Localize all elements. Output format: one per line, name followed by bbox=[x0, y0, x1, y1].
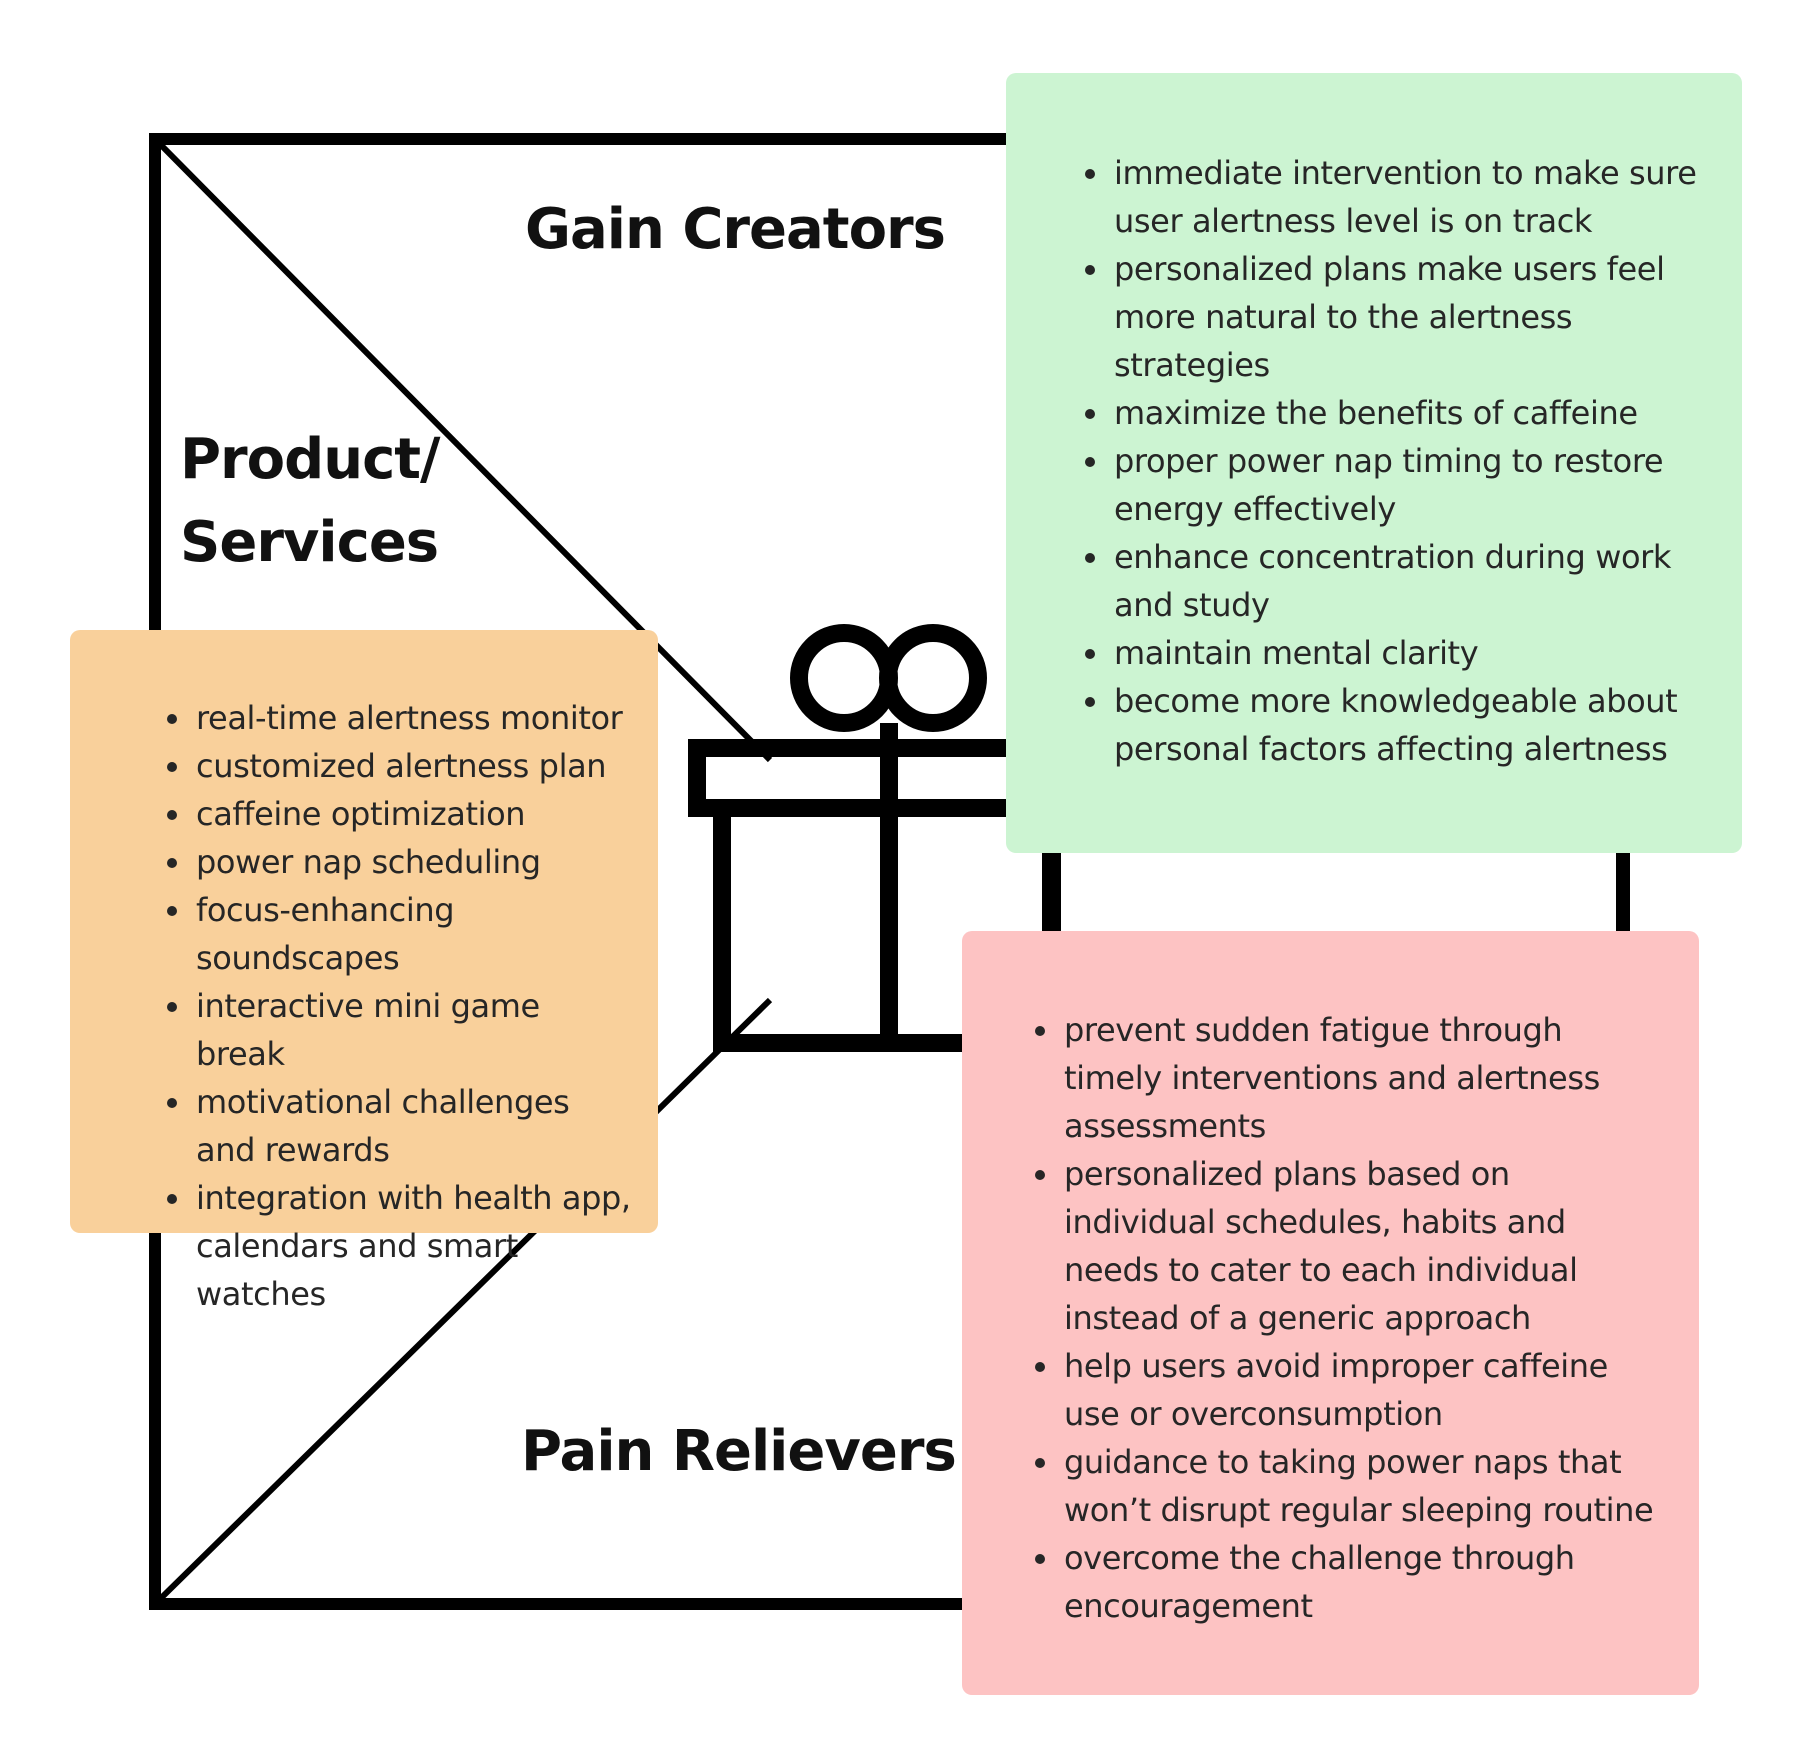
list-item: enhance concentration during work and st… bbox=[1112, 533, 1712, 629]
list-item: overcome the challenge through encourage… bbox=[1062, 1534, 1669, 1630]
list-item: personalized plans based on individual s… bbox=[1062, 1150, 1669, 1342]
gain-creators-note: immediate intervention to make sure user… bbox=[1006, 73, 1742, 853]
pain-relievers-list: prevent sudden fatigue through timely in… bbox=[1018, 1006, 1669, 1630]
list-item: power nap scheduling bbox=[194, 838, 638, 886]
pain-relievers-note: prevent sudden fatigue through timely in… bbox=[962, 931, 1699, 1695]
list-item: become more knowledgeable about personal… bbox=[1112, 677, 1712, 773]
list-item: caffeine optimization bbox=[194, 790, 638, 838]
products-services-note: real-time alertness monitor customized a… bbox=[70, 630, 658, 1313]
list-item: maximize the benefits of caffeine bbox=[1112, 389, 1712, 437]
gain-creators-list: immediate intervention to make sure user… bbox=[1068, 149, 1712, 773]
list-item: proper power nap timing to restore energ… bbox=[1112, 437, 1712, 533]
list-item: real-time alertness monitor bbox=[194, 694, 638, 742]
gain-creators-heading: Gain Creators bbox=[525, 197, 946, 262]
list-item: maintain mental clarity bbox=[1112, 629, 1712, 677]
list-item: integration with health app, calendars a… bbox=[194, 1174, 638, 1318]
product-services-heading: Product/ Services bbox=[180, 418, 441, 584]
list-item: motivational challenges and rewards bbox=[194, 1078, 638, 1174]
list-item: personalized plans make users feel more … bbox=[1112, 245, 1712, 389]
diagonal-lower bbox=[152, 997, 773, 1607]
product-services-heading-line1: Product/ bbox=[180, 427, 441, 492]
pain-relievers-heading: Pain Relievers bbox=[521, 1419, 957, 1484]
list-item: prevent sudden fatigue through timely in… bbox=[1062, 1006, 1669, 1150]
list-item: guidance to taking power naps that won’t… bbox=[1062, 1438, 1669, 1534]
products-services-list: real-time alertness monitor customized a… bbox=[150, 694, 638, 1318]
list-item: customized alertness plan bbox=[194, 742, 638, 790]
list-item: immediate intervention to make sure user… bbox=[1112, 149, 1712, 245]
diagonal-upper bbox=[152, 136, 773, 763]
list-item: interactive mini game break bbox=[194, 982, 638, 1078]
product-services-heading-line2: Services bbox=[180, 510, 439, 575]
list-item: help users avoid improper caffeine use o… bbox=[1062, 1342, 1669, 1438]
list-item: focus-enhancing soundscapes bbox=[194, 886, 638, 982]
